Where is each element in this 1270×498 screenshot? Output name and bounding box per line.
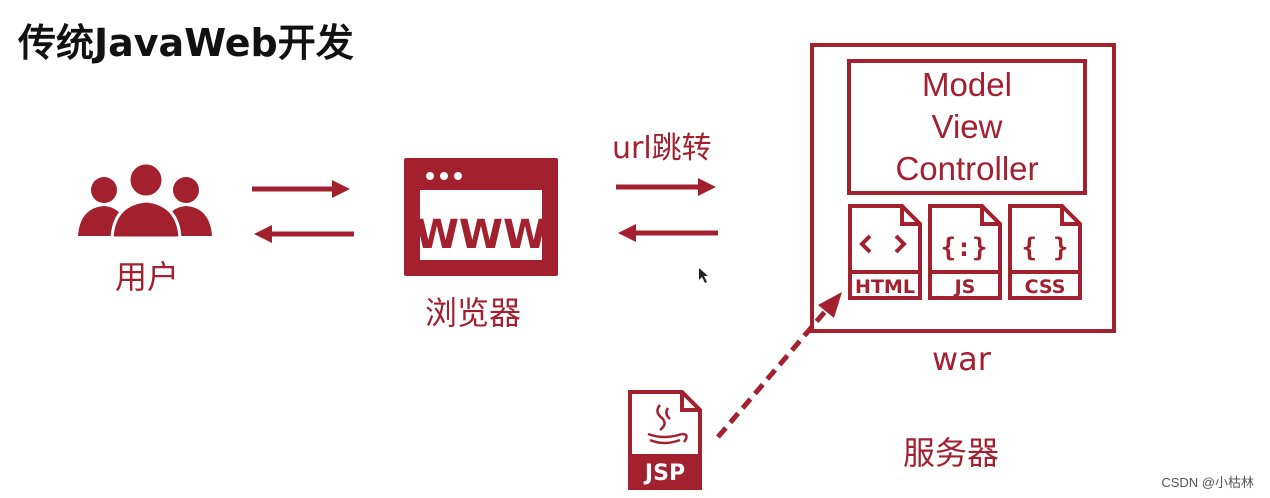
- war-label: war: [932, 340, 991, 378]
- js-file-icon: {:} JS: [928, 204, 1002, 300]
- page-title: 传统JavaWeb开发: [18, 21, 354, 65]
- js-file-label: JS: [953, 276, 976, 298]
- war-container: [810, 43, 1116, 333]
- css-file-icon: { } CSS: [1008, 204, 1082, 300]
- watermark: CSDN @小枯林: [1161, 475, 1254, 490]
- svg-text:{ }: { }: [1022, 233, 1069, 263]
- url-jump-label: url跳转: [612, 131, 712, 166]
- mouse-cursor-icon: [699, 268, 708, 283]
- css-file-label: CSS: [1025, 276, 1066, 298]
- html-file-icon: HTML: [848, 204, 922, 300]
- browser-www-icon: WWW: [404, 158, 558, 276]
- jsp-deploy-arrow: [716, 292, 842, 439]
- user-label: 用户: [115, 258, 180, 296]
- jsp-file-label: JSP: [643, 461, 685, 486]
- users-icon: [78, 161, 212, 240]
- mvc-view-label: View: [931, 108, 1003, 145]
- server-label: 服务器: [903, 434, 1000, 472]
- mvc-controller-label: Controller: [895, 150, 1039, 187]
- browser-server-arrows: [616, 178, 718, 242]
- jsp-file-icon: JSP: [628, 390, 702, 490]
- user-browser-arrows: [252, 180, 354, 243]
- html-file-label: HTML: [855, 276, 915, 298]
- java-coffee-icon: [647, 404, 688, 445]
- mvc-box: Model View Controller: [847, 59, 1087, 195]
- mvc-model-label: Model: [922, 66, 1012, 103]
- svg-text:{:}: {:}: [941, 233, 988, 263]
- www-label: WWW: [415, 212, 547, 258]
- browser-label: 浏览器: [425, 294, 522, 332]
